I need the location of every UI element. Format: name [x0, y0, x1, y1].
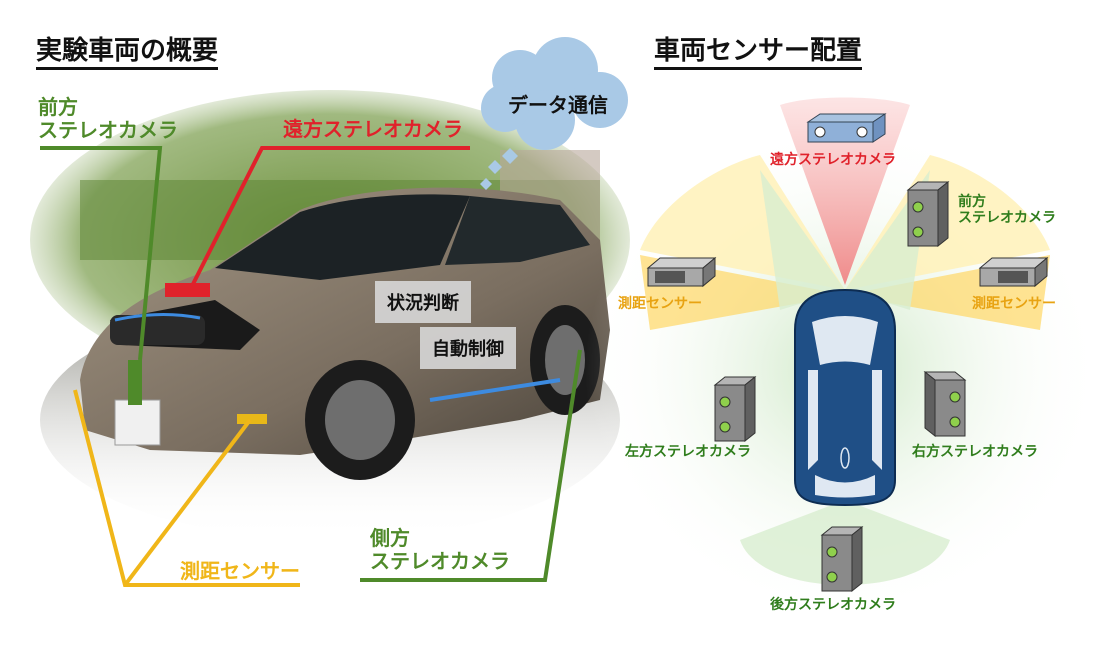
range-sensor-icon-right [978, 256, 1049, 288]
side-camera-label: 側方 ステレオカメラ [370, 527, 510, 573]
range-sensor-icon-left [646, 256, 717, 288]
far-camera-line [188, 146, 470, 291]
front-camera-sensor-label: 前方 ステレオカメラ [958, 194, 1056, 226]
range-sensor-label: 測距センサー [180, 559, 300, 583]
right-camera-sensor-label: 右方ステレオカメラ [912, 444, 1038, 460]
left-stereo-camera-icon [713, 375, 757, 443]
front-camera-line [40, 146, 163, 361]
left-camera-sensor-label: 左方ステレオカメラ [625, 444, 751, 460]
front-camera-label-line2: ステレオカメラ [38, 118, 178, 142]
right-stereo-camera-icon [923, 370, 967, 438]
cloud-icon [480, 37, 628, 190]
auto-control-box: 自動制御 [420, 327, 516, 369]
range-sensor-left-label: 測距センサー [618, 296, 702, 312]
front-stereo-camera-icon [906, 180, 950, 248]
left-title: 実験車両の概要 [36, 36, 219, 70]
front-camera-sensor-label-line2: ステレオカメラ [958, 210, 1056, 227]
leader-lines [40, 146, 582, 587]
side-camera-label-line1: 側方 [370, 526, 410, 550]
far-camera-label: 遠方ステレオカメラ [283, 117, 463, 141]
front-camera-label: 前方 ステレオカメラ [38, 96, 178, 142]
range-sensor-right-label: 測距センサー [972, 296, 1056, 312]
right-title: 車両センサー配置 [654, 36, 863, 70]
side-camera-line [360, 349, 582, 582]
situation-box: 状況判断 [375, 281, 471, 323]
far-camera-sensor-label: 遠方ステレオカメラ [770, 152, 896, 168]
data-comm-label: データ通信 [508, 93, 608, 117]
rear-camera-sensor-label: 後方ステレオカメラ [770, 597, 896, 613]
far-stereo-camera-icon [806, 113, 887, 143]
front-camera-sensor-label-line1: 前方 [958, 194, 986, 210]
side-camera-label-line2: ステレオカメラ [370, 549, 510, 573]
car-photo [80, 187, 610, 480]
front-camera-label-line1: 前方 [38, 95, 78, 119]
car-top-icon [794, 288, 896, 507]
rear-stereo-camera-icon [820, 525, 864, 593]
